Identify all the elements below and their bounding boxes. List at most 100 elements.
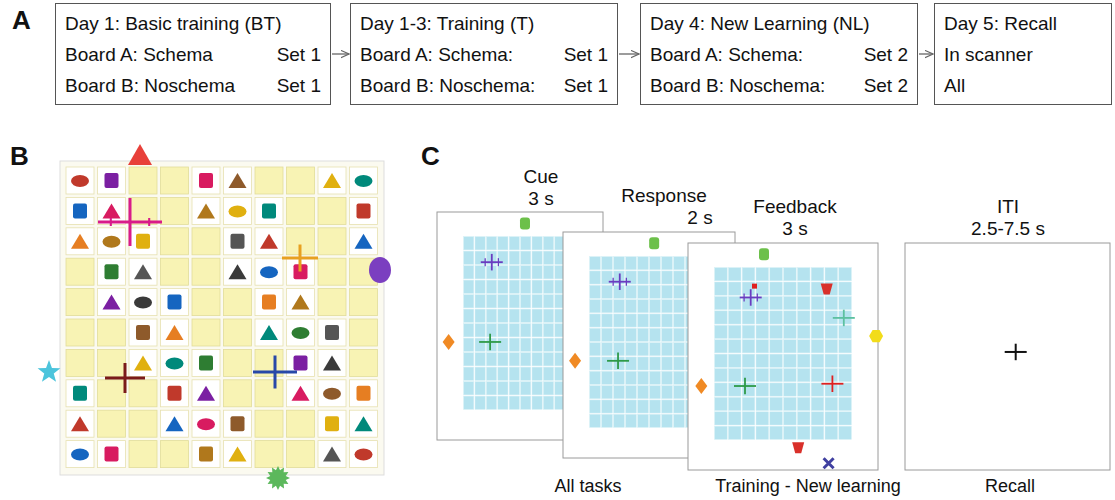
grid-cell — [614, 400, 625, 413]
grid-cell — [674, 371, 685, 384]
cross-arm — [489, 334, 491, 351]
schema-board — [38, 144, 391, 490]
grid-cell — [509, 309, 519, 322]
empty-cell — [66, 349, 94, 376]
grid-cell — [498, 382, 508, 395]
stage-line: In scanner — [944, 39, 1033, 70]
stage-heading: Day 4: New Learning (NL) — [650, 8, 870, 39]
grid-cell — [650, 400, 661, 413]
grid-cell — [475, 266, 485, 279]
grid-cell — [674, 328, 685, 341]
grid-cell — [486, 338, 496, 351]
grid-cell — [543, 367, 553, 380]
object-cell — [224, 228, 252, 255]
object-icon — [229, 264, 247, 279]
empty-cell — [224, 289, 252, 316]
grid-cell — [602, 343, 613, 356]
grid-cell — [543, 295, 553, 308]
grid-cell — [638, 343, 649, 356]
object-icon — [260, 325, 278, 340]
grid-cell — [498, 324, 508, 337]
grid-cell — [532, 338, 542, 351]
grid-cell — [650, 343, 661, 356]
grid-cell — [811, 340, 824, 353]
object-cell — [318, 349, 346, 376]
object-icon — [262, 203, 276, 218]
object-icon — [292, 327, 310, 339]
grid-cell — [825, 340, 838, 353]
grid-cell — [742, 426, 755, 439]
grid-cell — [509, 237, 519, 250]
object-icon — [105, 264, 119, 279]
grid-cell — [728, 369, 741, 382]
stage-box: Day 1-3: Training (T)Board A: Schema:Set… — [350, 3, 618, 105]
object-cell — [318, 441, 346, 468]
phase-name: Feedback — [751, 197, 838, 218]
grid-cell — [662, 257, 673, 270]
grid-cell — [770, 397, 783, 410]
stage-line: All — [944, 70, 965, 101]
grid-cell — [509, 324, 519, 337]
grid-cell — [486, 382, 496, 395]
grid-cell — [728, 397, 741, 410]
grid-cell — [811, 397, 824, 410]
object-icon — [231, 234, 245, 249]
task-screen — [688, 243, 883, 470]
grid-cell — [590, 285, 601, 298]
stage-line: Board A: Schema: — [650, 39, 803, 70]
grid-cell — [715, 369, 728, 382]
phase-name: ITI — [995, 197, 1021, 218]
grid-cell — [532, 280, 542, 293]
grid-cell — [509, 295, 519, 308]
grid-cell — [839, 268, 852, 281]
grid-cell — [825, 325, 838, 338]
grid-cell — [464, 396, 474, 409]
grid-cell — [839, 325, 852, 338]
object-icon — [325, 325, 339, 340]
object-icon — [292, 295, 310, 310]
object-icon — [134, 355, 152, 370]
grid-cell — [590, 357, 601, 370]
grid-cell — [728, 325, 741, 338]
text-row: Day 5: Recall — [944, 8, 1102, 39]
grid-cell — [770, 383, 783, 396]
grid-cell — [626, 328, 637, 341]
grid-cell — [650, 300, 661, 313]
object-cell — [129, 319, 157, 346]
grid-cell — [590, 371, 601, 384]
grid-cell — [797, 282, 810, 295]
object-icon — [323, 447, 341, 462]
empty-cell — [192, 319, 220, 346]
grid-cell — [614, 357, 625, 370]
object-icon — [792, 442, 804, 453]
cross-arm — [617, 353, 619, 370]
grid-cell — [498, 280, 508, 293]
object-cell — [192, 197, 220, 224]
grid-cell — [486, 324, 496, 337]
grid-cell — [770, 282, 783, 295]
grid-cell — [590, 328, 601, 341]
phase-name: Response — [619, 186, 709, 207]
grid-cell — [590, 414, 601, 427]
empty-cell — [287, 410, 315, 437]
grid-cell — [650, 285, 661, 298]
object-cell — [129, 258, 157, 285]
object-cell — [98, 441, 126, 468]
task-caption: All tasks — [552, 477, 623, 497]
object-cell — [98, 289, 126, 316]
grid-cell — [475, 295, 485, 308]
grid-cell — [543, 324, 553, 337]
object-icon — [355, 234, 373, 249]
grid-cell — [742, 412, 755, 425]
grid-cell — [532, 309, 542, 322]
object-cell — [350, 441, 378, 468]
grid-cell — [464, 295, 474, 308]
cross-arm — [299, 245, 302, 272]
grid-cell — [543, 309, 553, 322]
object-cell — [129, 228, 157, 255]
empty-cell — [129, 441, 157, 468]
grid-cell — [825, 412, 838, 425]
cross-arm — [619, 273, 621, 290]
object-icon — [231, 416, 245, 431]
grid-cell — [784, 325, 797, 338]
